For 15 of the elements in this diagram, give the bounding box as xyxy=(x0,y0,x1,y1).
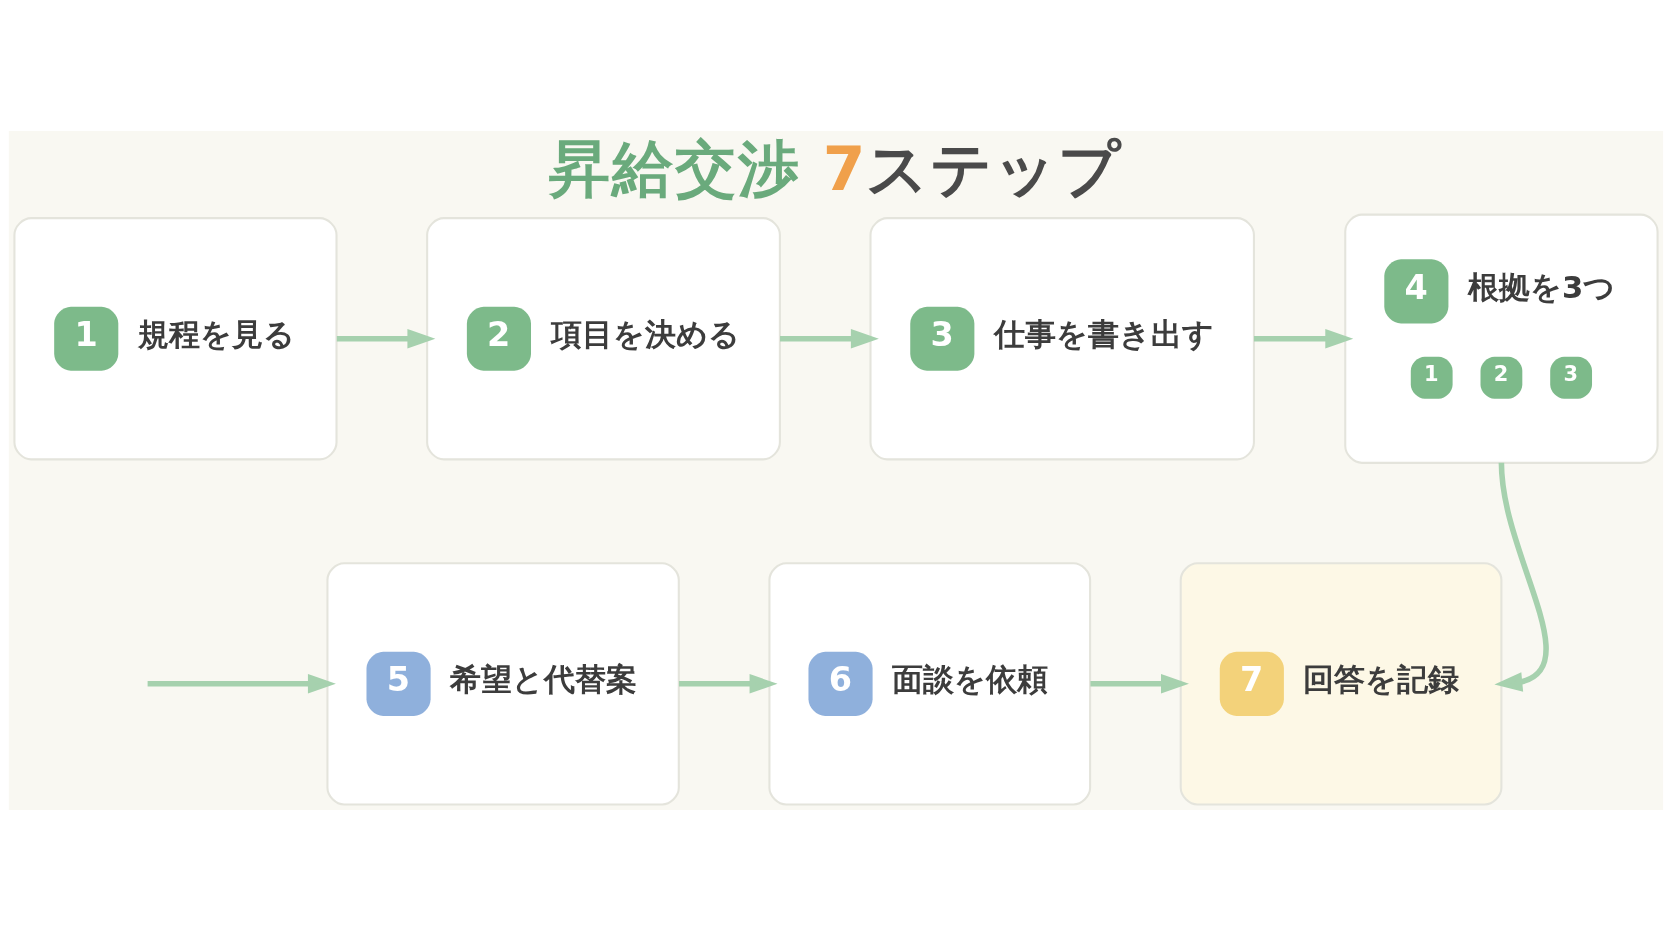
arrow xyxy=(1494,462,1549,692)
node-box: 6 面談を依頼 xyxy=(768,562,1092,806)
node-box: 7 回答を記録 xyxy=(1179,562,1503,806)
arrow xyxy=(336,328,436,349)
node-box: 1 規程を見る xyxy=(13,217,338,461)
node-box: 2 項目を決める xyxy=(426,217,781,461)
arrow xyxy=(780,328,879,349)
arrow xyxy=(1253,328,1354,349)
diagram-title: 昇給交渉 7ステップ xyxy=(549,132,1121,204)
node-box: 5 希望と代替案 xyxy=(326,562,680,806)
arrow xyxy=(1090,674,1189,694)
node-box: 3 仕事を書き出す xyxy=(869,217,1255,461)
arrow xyxy=(147,674,336,694)
node-box: 4 根拠を3つ 1 2 3 xyxy=(1344,213,1659,464)
arrow xyxy=(678,674,778,694)
